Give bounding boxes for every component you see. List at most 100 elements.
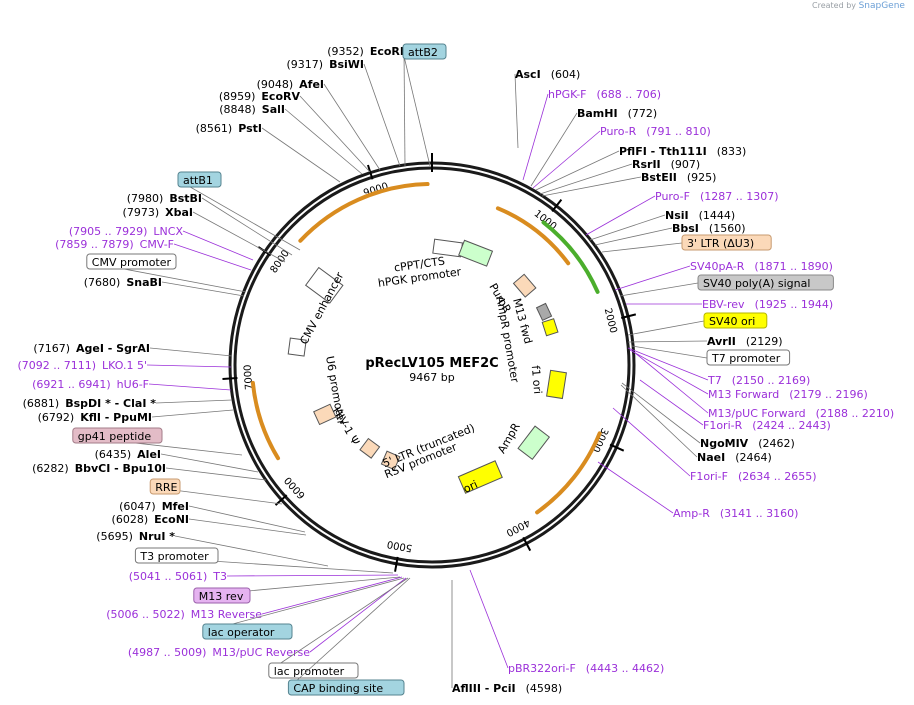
feature-tag-text: lac operator [208,626,275,639]
leader-line [627,320,705,336]
map-label-primer: hPGK-F(688 .. 706) [522,88,661,181]
map-label-tag: lac promoter [268,577,409,679]
map-label-enzyme: (6282)BbvCI - Bpu10I [32,462,267,481]
enzyme-label: (6792)KflI - PpuMI [38,411,152,424]
map-label-enzyme: NsiI(1444) [589,209,735,241]
enzyme-label: (6028)EcoNI [112,513,189,526]
leader-line [165,467,267,481]
leader-line [268,577,409,672]
leader-line [160,453,259,473]
leader-line [201,197,293,256]
leader-line [597,461,674,514]
inner-feature-label: AmpR [495,420,523,455]
map-label-primer: F1ori-R(2424 .. 2443) [639,379,831,432]
primer-label: F1ori-R(2424 .. 2443) [703,419,831,432]
enzyme-label: (6881)BspDI * - ClaI * [23,397,157,410]
map-label-enzyme: (9048)AfeI [257,78,381,171]
leader-line [323,83,381,171]
feature-tag-text: RRE [155,481,177,494]
enzyme-label: NsiI(1444) [665,209,735,222]
feature-sv40-ori-box [541,318,559,337]
feature-ampr-arrow [517,425,551,461]
enzyme-label: BstEII(925) [641,171,716,184]
enzyme-label: (6047)MfeI [119,500,189,513]
leader-line [188,505,306,533]
feature-tag-text: SV40 ori [709,315,755,328]
map-label-enzyme: (6047)MfeI [119,500,306,533]
tick-mark [621,313,637,319]
leader-line [585,195,656,236]
enzyme-label: NgoMIV(2462) [700,437,795,450]
feature-tag [268,662,359,679]
enzyme-label: RsrII(907) [632,158,700,171]
map-label-primer: (6921 .. 6941)hU6-F [32,378,232,391]
snapgene-credit: Created by SnapGene [812,1,905,11]
primer-label: Puro-R(791 .. 810) [600,125,711,138]
map-label-primer: M13/pUC Forward(2188 .. 2210) [633,351,894,420]
leader-line [182,230,254,261]
feature-arc-cmv [298,182,430,243]
leader-line [522,93,549,181]
primer-label: (7859 .. 7879)CMV-F [55,238,174,251]
leader-line [146,364,232,368]
map-label-primer: Amp-R(3141 .. 3160) [597,461,798,520]
leader-line [192,211,286,263]
feature-tag-text: attB2 [408,46,438,59]
map-label-enzyme: AvrII(2129) [627,335,782,348]
feature-tag [681,234,772,251]
primer-label: M13 Forward(2179 .. 2196) [708,388,868,401]
map-label-enzyme: (6435)AleI [95,448,259,473]
map-label-enzyme: (6792)KflI - PpuMI [38,409,234,424]
map-label-primer: M13 Forward(2179 .. 2196) [629,349,868,401]
enzyme-label: (9317)BsiWI [286,58,364,71]
leader-line [594,227,673,246]
leader-line [149,347,233,357]
enzyme-label: BbsI(1560) [672,222,745,235]
map-label-tag: 3' LTR (ΔU3) [601,234,772,253]
map-label-enzyme: (7167)AgeI - SgrAI [33,342,233,357]
map-label-enzyme: BamHI(772) [530,107,657,187]
feature-u6-arrow [287,337,307,357]
map-label-primer: Puro-F(1287 .. 1307) [585,190,779,236]
primer-label: pBR322ori-F(4443 .. 4462) [508,662,664,675]
enzyme-label: (7680)SnaBI [84,276,162,289]
map-label-enzyme: (9317)BsiWI [286,58,401,167]
leader-line [202,577,405,633]
feature-arc-rre [250,380,281,461]
enzyme-label: (8959)EcoRV [219,90,301,103]
primer-label: (4987 .. 5009)M13/pUC Reverse [128,646,310,659]
inner-feature-label: f1 ori [529,365,544,395]
feature-tag-text: SV40 poly(A) signal [703,277,810,290]
enzyme-label: (9048)AfeI [257,78,324,91]
feature-tag-text: 3' LTR (ΔU3) [687,237,754,250]
feature-rsv-box [359,437,381,459]
map-label-tag: gp41 peptide [72,427,243,456]
enzyme-label: (7167)AgeI - SgrAI [33,342,150,355]
leader-line [620,384,698,458]
tick-mark [551,198,563,213]
map-label-tag: CAP binding site [287,577,411,696]
inner-feature-label: ori [461,478,479,496]
primer-label: (7905 .. 7929)LNCX [69,225,184,238]
primer-label: T7(2150 .. 2169) [707,374,810,387]
enzyme-label: (7973)XbaI [123,206,193,219]
feature-tag-text: M13 rev [199,590,244,603]
feature-rre-box [313,403,337,426]
leader-line [188,518,307,536]
leader-line [614,265,691,291]
enzyme-label: AflIII - PciI(4598) [452,682,562,695]
enzyme-label: (8561)PstI [196,122,262,135]
map-label-enzyme: (8959)EcoRV [219,90,371,173]
primer-label: EBV-rev(1925 .. 1944) [702,298,833,311]
enzyme-label: (5695)NruI * [96,530,175,543]
leader-line [403,50,406,167]
leader-line [541,176,642,197]
map-label-primer: (5041 .. 5061)T3 [129,570,399,583]
primer-label: M13/pUC Forward(2188 .. 2210) [708,407,894,420]
tick-mark [522,536,532,552]
map-label-enzyme: AscI(604) [514,68,580,149]
feature-tag [703,312,768,329]
enzyme-label: (6435)AleI [95,448,161,461]
feature-tag [72,427,163,444]
